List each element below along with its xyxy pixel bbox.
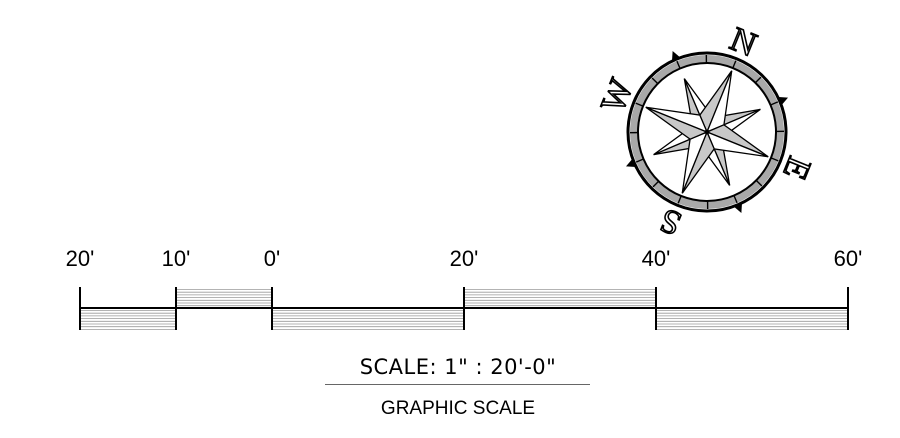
triangle-marker: [625, 157, 638, 168]
compass-band-divider: [733, 195, 738, 204]
compass-ring-triangle: [671, 50, 682, 63]
scale-tick-label: 60': [833, 246, 863, 271]
compass-south-label: S: [655, 201, 686, 242]
compass-band-divider: [629, 131, 639, 134]
scale-tick-label: 40': [641, 246, 671, 271]
triangle-marker: [671, 50, 682, 63]
scale-tick-label: 20': [65, 246, 95, 271]
graphic-scale-bar: [79, 287, 849, 330]
hatch-segment: [272, 310, 464, 330]
compass-band-divider: [755, 179, 763, 187]
compass-point: [681, 130, 715, 194]
compass-letter-group: E: [775, 151, 819, 186]
compass-ring-triangle: [625, 157, 638, 168]
compass-east-label: E: [775, 152, 817, 185]
compass-band-divider: [652, 180, 660, 188]
compass-band-divider: [651, 77, 659, 85]
title-divider: [325, 384, 590, 385]
compass-band-divider: [770, 157, 779, 162]
compass-band-divider: [635, 158, 644, 163]
compass-point: [705, 124, 769, 158]
compass-center: [704, 129, 710, 135]
hatch-segment: [80, 310, 176, 330]
hatch-segment: [464, 289, 656, 307]
hatch-segment: [656, 310, 848, 330]
compass-ring-triangle: [776, 96, 789, 107]
compass-band-divider: [770, 101, 779, 106]
point-half-white: [645, 106, 709, 134]
compass-band-divider: [635, 102, 644, 107]
compass-band-divider: [732, 60, 737, 69]
compass-letter-group: S: [654, 200, 687, 243]
compass-band-divider: [775, 130, 785, 133]
scale-title: SCALE: 1" : 20'-0": [359, 355, 557, 379]
scale-subtitle: GRAPHIC SCALE: [380, 398, 536, 419]
compass-ring-triangle: [732, 201, 743, 214]
compass-band-divider: [754, 76, 762, 84]
compass-point: [645, 106, 709, 140]
triangle-marker: [732, 201, 743, 214]
compass-band-divider: [706, 200, 709, 210]
scale-tick-label: 20': [449, 246, 479, 271]
compass-band-divider: [677, 195, 682, 204]
compass-band-divider: [676, 60, 681, 69]
compass-band-divider: [705, 54, 708, 64]
scale-tick-label: 0': [263, 246, 281, 271]
triangle-marker: [776, 96, 789, 107]
scale-tick-label: 10': [161, 246, 191, 271]
hatch-segment: [176, 289, 272, 307]
